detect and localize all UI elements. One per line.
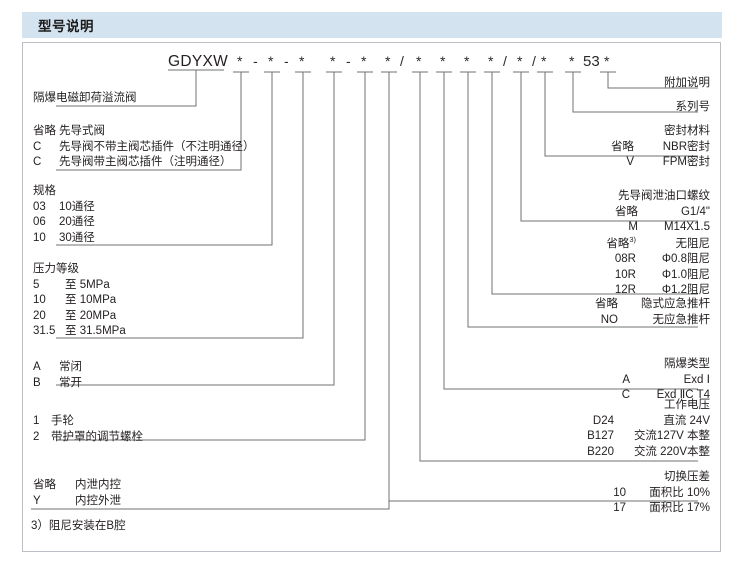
code-token: * (569, 53, 575, 69)
page-title: 型号说明 (38, 19, 94, 34)
code-token: * (604, 53, 610, 69)
code-token: / (400, 53, 404, 69)
code-token: * (268, 53, 274, 69)
label-series-number: 系列号 (675, 101, 711, 113)
code-token: - (253, 53, 258, 69)
label-product-name: 隔爆电磁卸荷溢流阀 (33, 92, 137, 104)
code-token: * (517, 53, 523, 69)
code-token: / (503, 53, 507, 69)
code-token: / (532, 53, 536, 69)
code-token: - (346, 53, 351, 69)
section-header: 型号说明 (22, 12, 722, 38)
code-token: * (440, 53, 446, 69)
code-token: * (361, 53, 367, 69)
code-token: * (416, 53, 422, 69)
model-code-row: GDYXW * - * - * * - * * / * * * * / * / … (0, 53, 744, 73)
code-token: * (330, 53, 336, 69)
code-token: * (464, 53, 470, 69)
code-token: * (488, 53, 494, 69)
code-token: * (385, 53, 391, 69)
footnote: 3）阻尼安装在B腔 (31, 520, 126, 532)
code-token: - (284, 53, 289, 69)
code-token: 53 (583, 53, 600, 70)
code-prefix: GDYXW (168, 53, 229, 70)
label-additional-note: 附加说明 (664, 77, 710, 89)
code-token: * (237, 53, 243, 69)
code-token: * (299, 53, 305, 69)
code-token: * (541, 53, 547, 69)
